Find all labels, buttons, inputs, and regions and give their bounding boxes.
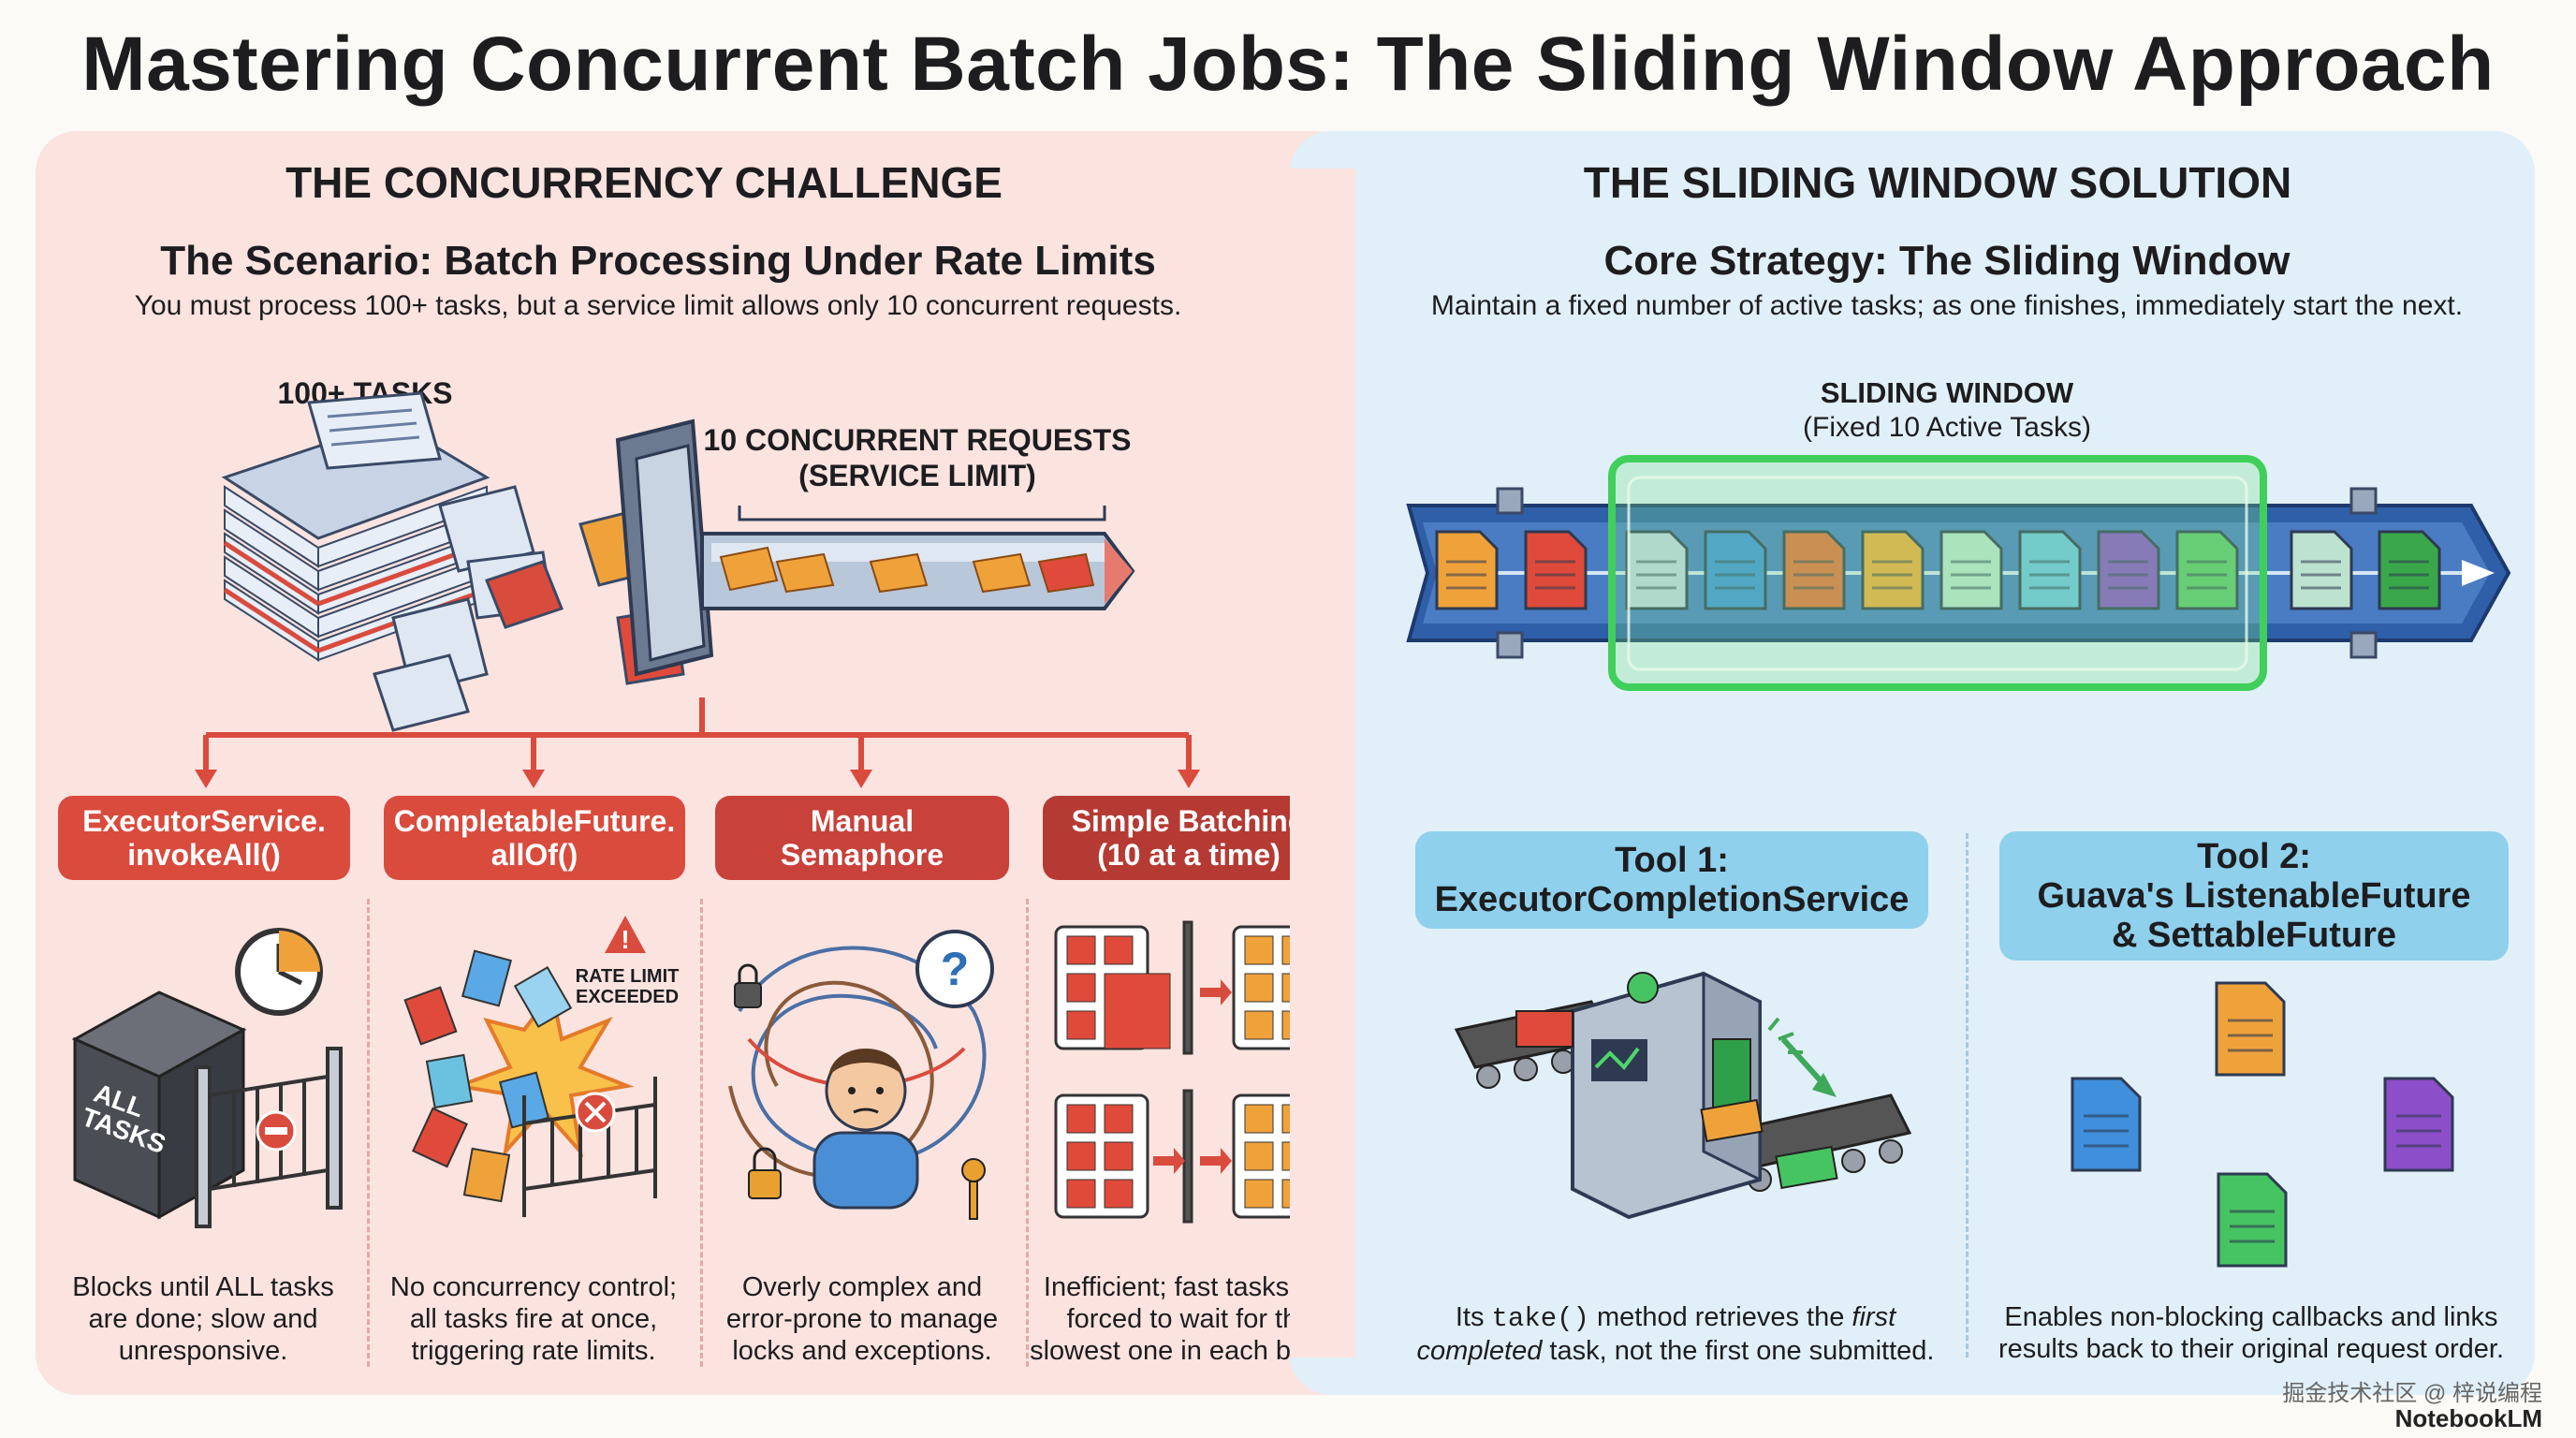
warning-icon: !: [605, 916, 646, 954]
approach-desc-semaphore: Overly complex and error-prone to manage…: [725, 1272, 999, 1366]
svg-text:?: ?: [941, 943, 970, 995]
limit-label-line1: 10 CONCURRENT REQUESTS: [703, 423, 1132, 457]
padlock-icon: [734, 963, 782, 1199]
sliding-window-frame: [1608, 455, 2267, 691]
scenario-text: You must process 100+ tasks, but a servi…: [134, 290, 1182, 321]
no-entry-icon: [256, 1110, 297, 1152]
tool-divider: [1966, 833, 1969, 1357]
sliding-window-panel: [1290, 131, 2535, 1395]
solution-heading: THE SLIDING WINDOW SOLUTION: [1583, 158, 2292, 207]
page-title: Mastering Concurrent Batch Jobs: The Sli…: [81, 22, 2495, 107]
tool2-card: Tool 2: Guava's ListenableFuture & Setta…: [1999, 831, 2509, 961]
confused-person-icon: [812, 1049, 919, 1210]
strategy-title: Core Strategy: The Sliding Window: [1603, 238, 2291, 284]
limit-label-line2: (SERVICE LIMIT): [798, 459, 1036, 492]
approach-desc-allof: No concurrency control; all tasks fire a…: [389, 1272, 678, 1366]
notebooklm-brand: NotebookLM: [2394, 1404, 2542, 1432]
approach-desc-invokeall: Blocks until ALL tasks are done; slow an…: [72, 1272, 334, 1366]
clock-icon: [235, 928, 323, 1016]
gate-icon: [615, 418, 714, 677]
challenge-heading: THE CONCURRENCY CHALLENGE: [285, 158, 1003, 207]
scenario-title: The Scenario: Batch Processing Under Rat…: [160, 238, 1156, 284]
question-bubble-icon: ?: [915, 930, 994, 1008]
rate-limit-label-line2: EXCEEDED: [575, 987, 680, 1007]
approach-manual-semaphore: Manual Semaphore: [715, 796, 1009, 880]
barrier-fence-icon: [195, 1047, 343, 1228]
approach-divider-1: [367, 899, 370, 1367]
key-icon: [961, 1158, 986, 1220]
conveyor-machine-icon: [1454, 971, 1912, 1220]
future-file-icons: [2071, 981, 2454, 1268]
rate-limit-label-line1: RATE LIMIT: [575, 966, 680, 987]
approach-divider-3: [1026, 899, 1029, 1367]
svg-text:!: !: [621, 925, 629, 954]
window-label-line2: (Fixed 10 Active Tasks): [1803, 412, 2091, 443]
strategy-text: Maintain a fixed number of active tasks;…: [1430, 290, 2464, 321]
approach-divider-2: [700, 899, 703, 1367]
error-x-icon: [575, 1092, 616, 1133]
tool1-description: Its take() method retrieves the first co…: [1416, 1302, 1935, 1366]
approach-executorservice-invokeall: ExecutorService. invokeAll(): [58, 796, 350, 880]
approach-completablefuture-allof: CompletableFuture. allOf(): [384, 796, 685, 880]
window-label-line1: SLIDING WINDOW: [1820, 376, 2074, 409]
tool2-description: Enables non-blocking callbacks and links…: [1998, 1302, 2504, 1364]
tool1-card: Tool 1: ExecutorCompletionService: [1415, 831, 1928, 929]
approach-simple-batching: Simple Batching (10 at a time): [1043, 796, 1335, 880]
watermark: 掘金技术社区 @ 梓说编程: [2282, 1381, 2542, 1406]
